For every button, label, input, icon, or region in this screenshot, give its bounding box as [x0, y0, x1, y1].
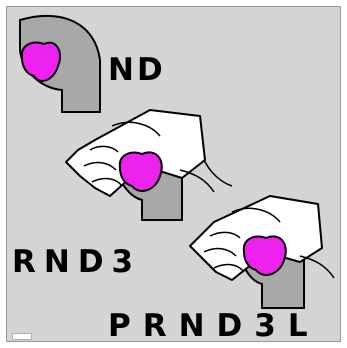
range-label-nd: ND [108, 55, 166, 86]
shift-knob-nd [22, 43, 60, 81]
range-label-prnd3l: PRND3L [108, 311, 320, 342]
corner-mark [12, 333, 32, 340]
range-label-rnd3: RND3 [12, 247, 141, 278]
